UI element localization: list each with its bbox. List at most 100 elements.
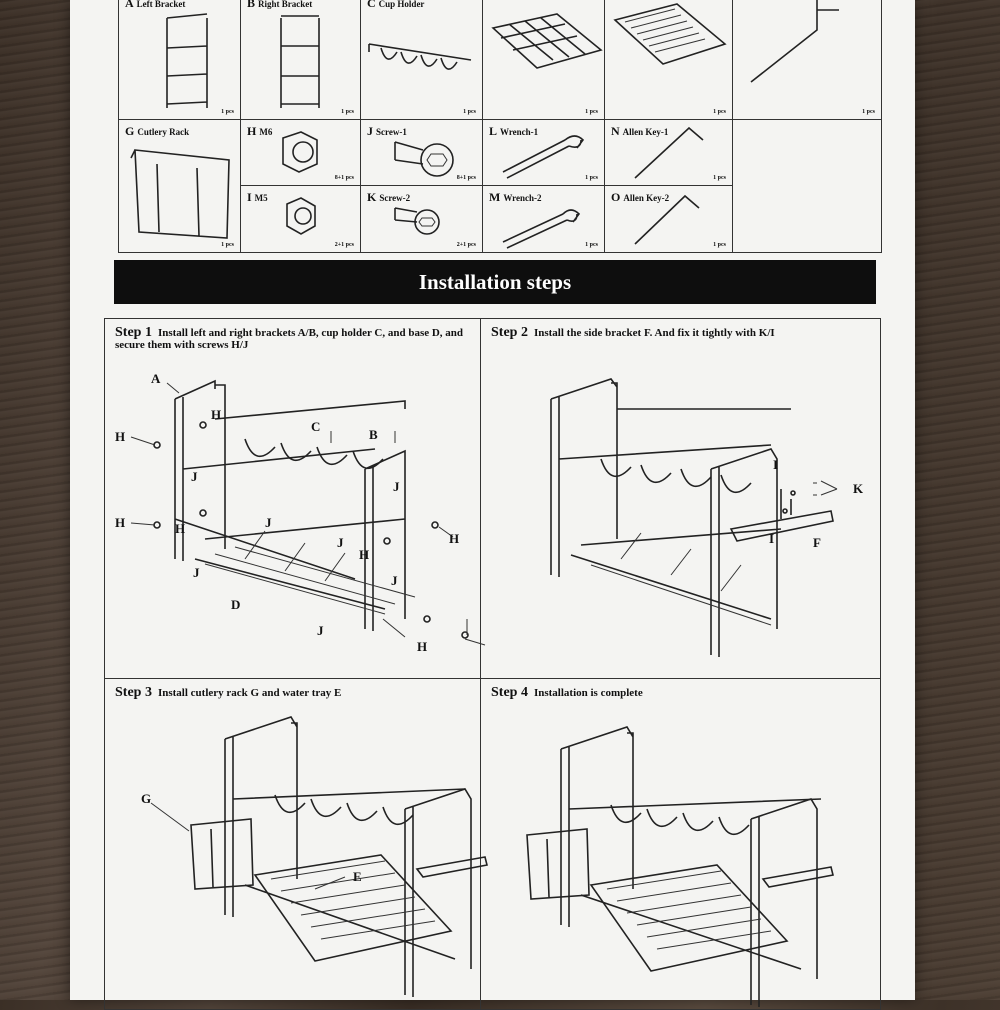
- callout-j: J: [391, 573, 398, 588]
- part-name: Cup Holder: [378, 0, 425, 9]
- step-number: Step 2: [491, 325, 528, 340]
- callout-b: B: [369, 427, 378, 442]
- step-number: Step 4: [491, 685, 528, 700]
- step-4-panel: Step 4 Installation is complete: [481, 679, 880, 1009]
- left-bracket-drawing: [166, 13, 208, 108]
- step-2-panel: Step 2 Install the side bracket F. And fi…: [481, 319, 880, 679]
- part-name: Right Bracket: [258, 0, 313, 9]
- step-3-diagram: [150, 716, 488, 997]
- screw-1-drawing: [394, 141, 454, 177]
- part-qty: 8+1 pcs: [334, 175, 354, 181]
- part-name: Left Bracket: [136, 0, 186, 9]
- hex-nut-m5-drawing: [286, 197, 316, 235]
- step-4-diagram: [526, 726, 834, 1007]
- cup-holder-drawing: [368, 43, 472, 70]
- part-letter: M: [489, 190, 501, 204]
- callout-g: G: [141, 791, 152, 806]
- allen-key-1-drawing: [634, 126, 704, 179]
- part-qty: 1 pcs: [713, 175, 726, 181]
- allen-key-2-drawing: [634, 194, 700, 245]
- side-bracket-drawing: [750, 0, 839, 83]
- callout-j: J: [191, 469, 198, 484]
- part-cell-side-bar: 1 pcs: [733, 0, 881, 120]
- base-grid-drawing: [491, 13, 603, 69]
- step-2-diagram: [550, 378, 838, 657]
- part-letter: N: [611, 124, 620, 138]
- part-name: Cutlery Rack: [137, 127, 190, 137]
- part-qty: 1 pcs: [585, 242, 598, 248]
- part-name: Allen Key-1: [622, 127, 669, 137]
- callout-h: H: [359, 547, 370, 562]
- part-letter: H: [247, 124, 257, 138]
- callout-k: K: [853, 481, 864, 496]
- callout-i: I: [773, 457, 779, 472]
- part-letter: A: [125, 0, 134, 10]
- part-name: Screw-2: [379, 193, 411, 203]
- part-letter: O: [611, 190, 621, 204]
- part-cell-base: 1 pcs: [483, 0, 605, 120]
- part-name: M5: [254, 193, 268, 203]
- part-name: Wrench-1: [500, 127, 539, 137]
- part-qty: 1 pcs: [585, 109, 598, 115]
- part-qty: 1 pcs: [713, 242, 726, 248]
- callout-h: H: [115, 515, 126, 530]
- part-cell-empty: [733, 120, 881, 252]
- part-qty: 8+1 pcs: [456, 175, 476, 181]
- step-instruction: Installation is complete: [533, 687, 643, 699]
- screw-2-drawing: [394, 207, 440, 235]
- callout-h: H: [417, 639, 428, 654]
- callout-a: A: [151, 371, 161, 386]
- part-letter: K: [367, 190, 377, 204]
- callout-j: J: [265, 515, 272, 530]
- callout-j: J: [393, 479, 400, 494]
- step-instruction: Install cutlery rack G and water tray E: [157, 687, 342, 699]
- part-qty: 1 pcs: [221, 242, 234, 248]
- callout-j: J: [193, 565, 200, 580]
- step-instruction: Install the side bracket F. And fix it t…: [533, 327, 775, 339]
- part-qty: 1 pcs: [585, 175, 598, 181]
- part-cell-tray: 1 pcs: [605, 0, 733, 120]
- step-1-diagram: [130, 379, 486, 646]
- part-qty: 1 pcs: [862, 109, 875, 115]
- step-instruction: Install left and right brackets A/B, cup…: [115, 327, 464, 351]
- part-name: Wrench-2: [503, 193, 542, 203]
- callout-j: J: [337, 535, 344, 550]
- part-qty: 1 pcs: [221, 109, 234, 115]
- callout-h: H: [115, 429, 126, 444]
- callout-d: D: [231, 597, 241, 612]
- part-qty: 2+1 pcs: [456, 242, 476, 248]
- part-letter: C: [367, 0, 376, 10]
- callout-e: E: [353, 869, 362, 884]
- part-qty: 1 pcs: [463, 109, 476, 115]
- callout-j: J: [317, 623, 324, 638]
- step-number: Step 3: [115, 685, 152, 700]
- wrench-2-drawing: [502, 209, 581, 249]
- right-bracket-drawing: [280, 15, 320, 108]
- step-3-panel: Step 3 Install cutlery rack G and water t…: [105, 679, 488, 1009]
- cutlery-rack-drawing: [130, 149, 230, 239]
- water-tray-drawing: [613, 3, 727, 65]
- part-qty: 2+1 pcs: [334, 242, 354, 248]
- callout-h: H: [449, 531, 460, 546]
- installation-steps-banner: Installation steps: [114, 260, 876, 304]
- part-letter: L: [489, 124, 498, 138]
- part-name: M6: [259, 127, 273, 137]
- part-letter: I: [247, 190, 252, 204]
- wrench-1-drawing: [502, 135, 585, 179]
- part-letter: G: [125, 124, 135, 138]
